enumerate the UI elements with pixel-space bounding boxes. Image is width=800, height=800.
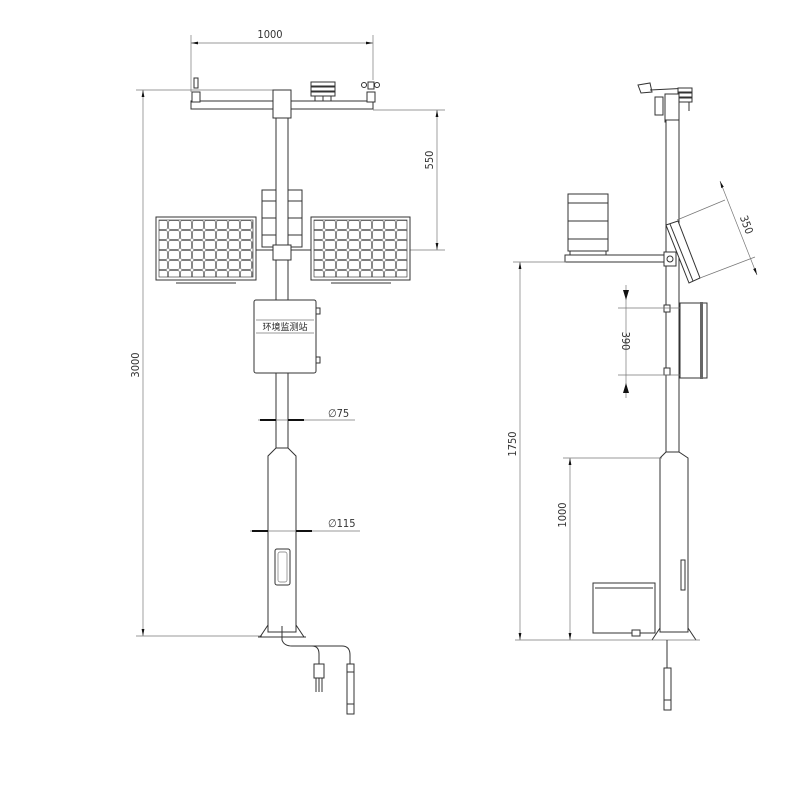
- dim-label-1750: 1750: [506, 431, 519, 456]
- dim-label-d115: ∅115: [328, 517, 356, 530]
- probe-side: [663, 640, 672, 711]
- dim-label-3000: 3000: [129, 352, 142, 377]
- dimension-lower-diameter: ∅115: [250, 517, 360, 532]
- front-view: 1000 3000 550: [129, 28, 445, 715]
- dimension-arm-height: 1750: [506, 261, 566, 640]
- side-view: 350 390 1750 1000: [506, 82, 758, 711]
- dimension-lower-pole-height: 1000: [556, 457, 662, 640]
- ground-cabinet: [592, 582, 656, 637]
- soil-sensors: [281, 626, 355, 715]
- upper-pole: [275, 91, 289, 451]
- dimension-crossarm-width: 1000: [190, 28, 374, 92]
- anemometer-icon: [361, 82, 367, 88]
- solar-panel-side: 350: [665, 180, 758, 284]
- louver-shield-icon: [310, 81, 336, 101]
- enclosure-label: 环境监测站: [262, 321, 307, 333]
- enclosure-side: 390: [618, 285, 708, 398]
- rain-sensor-icon: [191, 91, 201, 103]
- side-arm: [564, 254, 668, 263]
- top-sensors: [637, 82, 693, 116]
- upper-pole-side: [665, 119, 680, 457]
- solar-panel-left: [155, 216, 257, 284]
- dim-label-1000-side: 1000: [556, 502, 569, 527]
- wind-vane-icon: [637, 82, 653, 94]
- lower-pole-side: [659, 451, 689, 633]
- dim-label-550: 550: [423, 151, 436, 170]
- rain-gauge: [567, 193, 609, 256]
- dim-label-350: 350: [737, 214, 756, 236]
- pole-access-door: [274, 548, 291, 586]
- dim-label-d75: ∅75: [328, 407, 349, 420]
- dimension-upper-diameter: ∅75: [258, 407, 355, 421]
- lower-pole: [267, 447, 297, 633]
- control-enclosure: 环境监测站: [253, 299, 321, 374]
- dimension-total-height: 3000: [129, 89, 280, 637]
- solar-panel-right: [310, 216, 411, 284]
- dim-label-1000: 1000: [257, 28, 282, 41]
- dim-label-390: 390: [619, 332, 632, 351]
- pole-door-side: [680, 559, 686, 591]
